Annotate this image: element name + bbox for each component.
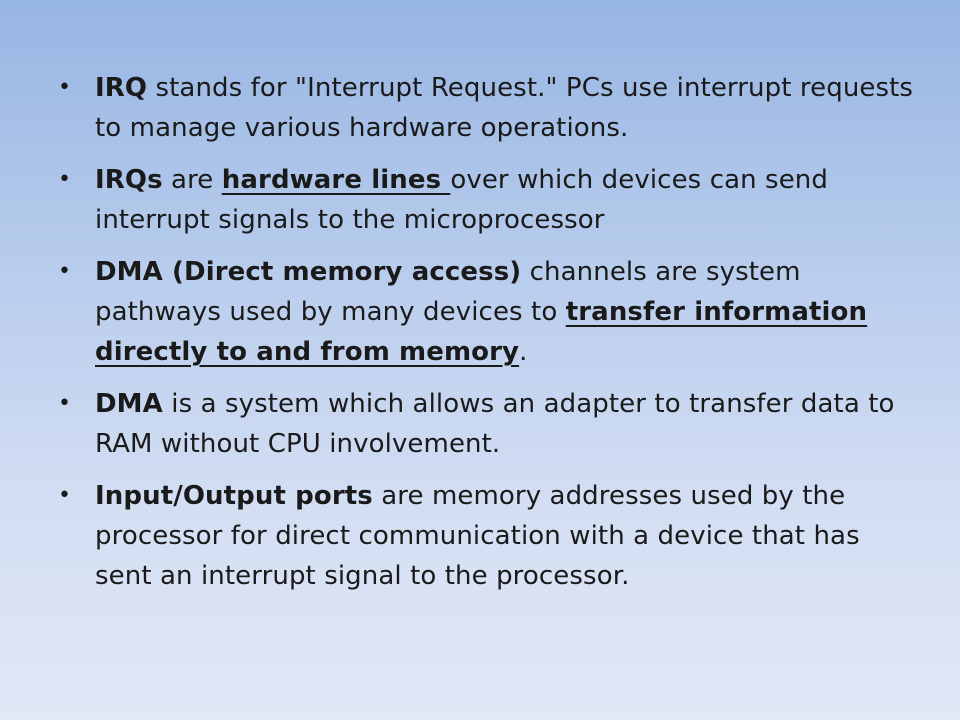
bullet-dma-system: • DMA is a system which allows an adapte… — [58, 384, 920, 464]
bullet-dot-icon: • — [58, 75, 72, 100]
bullet-text: are — [162, 165, 222, 195]
bullet-text: stands for "Interrupt Request." PCs use … — [95, 73, 914, 143]
bullet-dot-icon: • — [58, 259, 72, 284]
bullet-irqs: • IRQs are hardware lines over which dev… — [58, 160, 920, 240]
bullet-dot-icon: • — [58, 483, 72, 508]
bullet-text: are memory addresses used by the process… — [95, 481, 860, 591]
bullet-underline: hardware lines — [221, 165, 451, 195]
bullet-text: . — [519, 337, 528, 367]
bullet-text: over which devices can send interrupt si… — [95, 165, 828, 235]
bullet-strong: DMA — [95, 389, 163, 419]
bullet-text: is a system which allows an adapter to t… — [95, 389, 895, 459]
bullet-text: channels are system pathways used by man… — [95, 257, 801, 327]
bullet-dot-icon: • — [58, 391, 72, 416]
bullet-dot-icon: • — [58, 167, 72, 192]
bullet-strong: DMA (Direct memory access) — [95, 257, 522, 287]
bullet-strong: IRQs — [95, 165, 163, 195]
bullet-strong: Input/Output ports — [95, 481, 373, 511]
bullet-underline: transfer information directly to and fro… — [95, 297, 868, 367]
bullet-list: • IRQ stands for "Interrupt Request." PC… — [58, 68, 920, 608]
bullet-irq: • IRQ stands for "Interrupt Request." PC… — [58, 68, 920, 148]
bullet-dma-channels: • DMA (Direct memory access) channels ar… — [58, 252, 920, 372]
bullet-strong: IRQ — [95, 73, 148, 103]
bullet-io-ports: • Input/Output ports are memory addresse… — [58, 476, 920, 596]
